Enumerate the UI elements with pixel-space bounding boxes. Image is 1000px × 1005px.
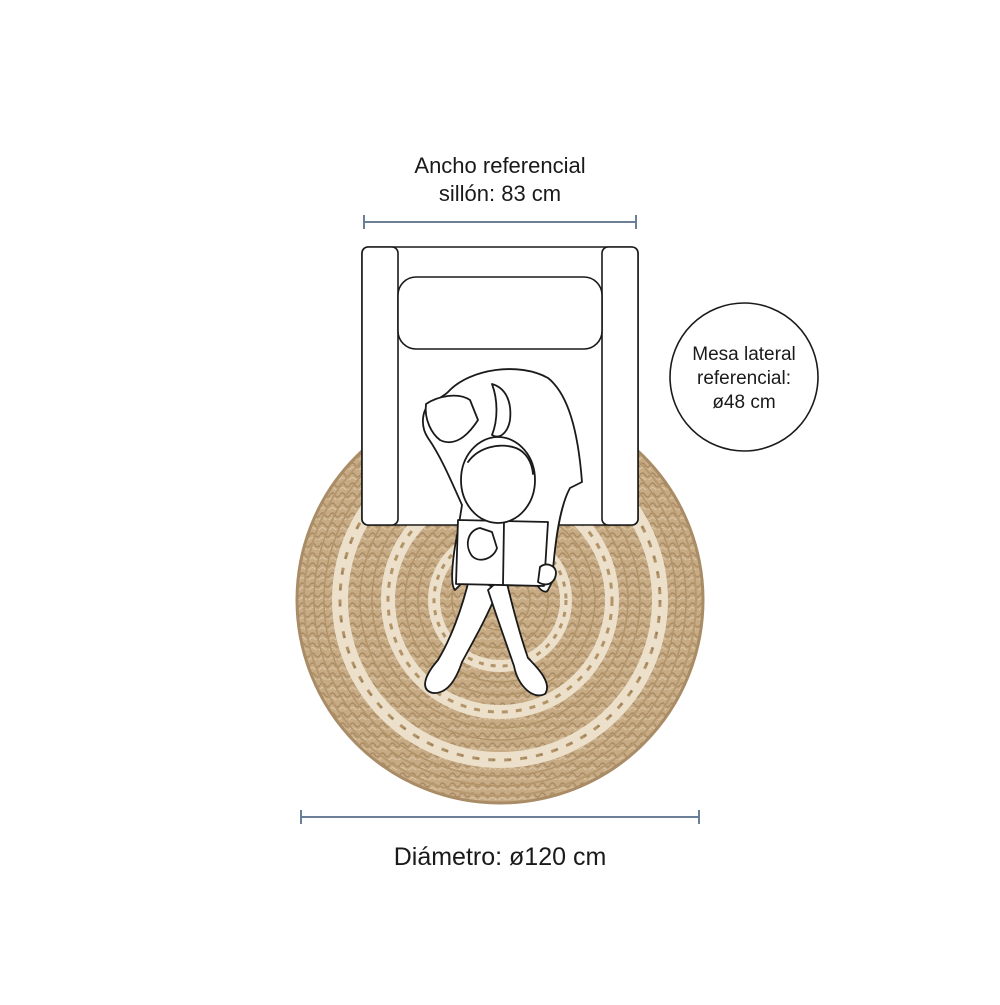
rug-diameter-label: Diámetro: ø120 cm bbox=[300, 842, 700, 873]
side-table-label: Mesa lateral referencial: ø48 cm bbox=[668, 343, 820, 414]
chair-width-label: Ancho referencial sillón: 83 cm bbox=[350, 152, 650, 207]
side-table-circle bbox=[669, 302, 819, 452]
chair-width-label-line2: sillón: 83 cm bbox=[438, 180, 562, 206]
side-table-label-line3: ø48 cm bbox=[712, 391, 776, 413]
side-table-label-line1: Mesa lateral bbox=[692, 344, 796, 365]
chair-width-dimension-line bbox=[363, 215, 637, 229]
diameter-dimension-line bbox=[300, 810, 700, 824]
side-table-label-line2: referencial: bbox=[697, 367, 791, 389]
seated-person-figure bbox=[422, 368, 583, 697]
chair-width-label-line1: Ancho referencial bbox=[414, 153, 586, 178]
rug-diameter-text: Diámetro: ø120 cm bbox=[393, 843, 607, 871]
